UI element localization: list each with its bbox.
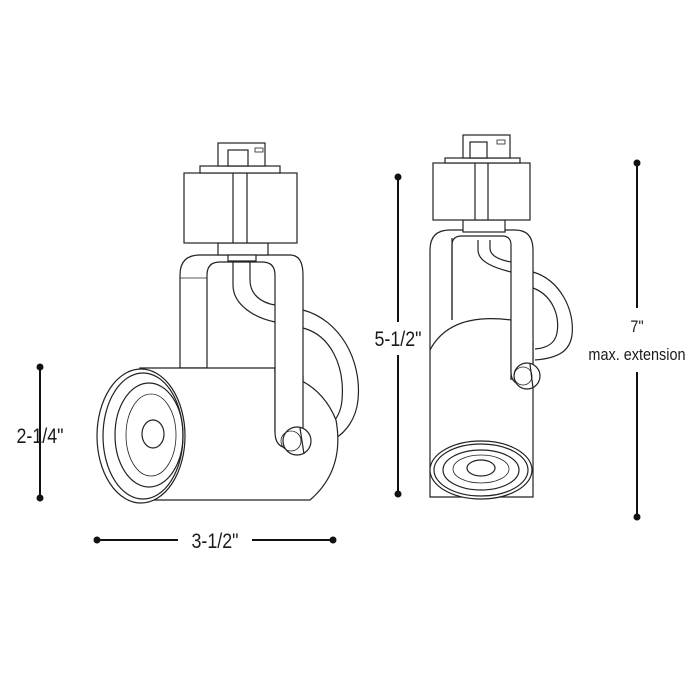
- dimension-max-height: [633, 159, 641, 521]
- dimension-height-side: [36, 363, 44, 502]
- front-view-fixture: [429, 134, 573, 500]
- adjustment-knob-icon: [513, 362, 541, 390]
- label-height-side: 2-1/4": [17, 425, 64, 449]
- side-view-fixture: [96, 142, 360, 504]
- label-length-side: 3-1/2": [192, 530, 239, 554]
- label-max-extension: max. extension: [588, 346, 685, 364]
- adjustment-knob-icon: [282, 426, 312, 456]
- label-height-front: 5-1/2": [375, 328, 422, 352]
- dimension-length-side: [93, 536, 337, 544]
- label-max-height: 7": [630, 318, 643, 336]
- dimension-height-front: [394, 173, 402, 498]
